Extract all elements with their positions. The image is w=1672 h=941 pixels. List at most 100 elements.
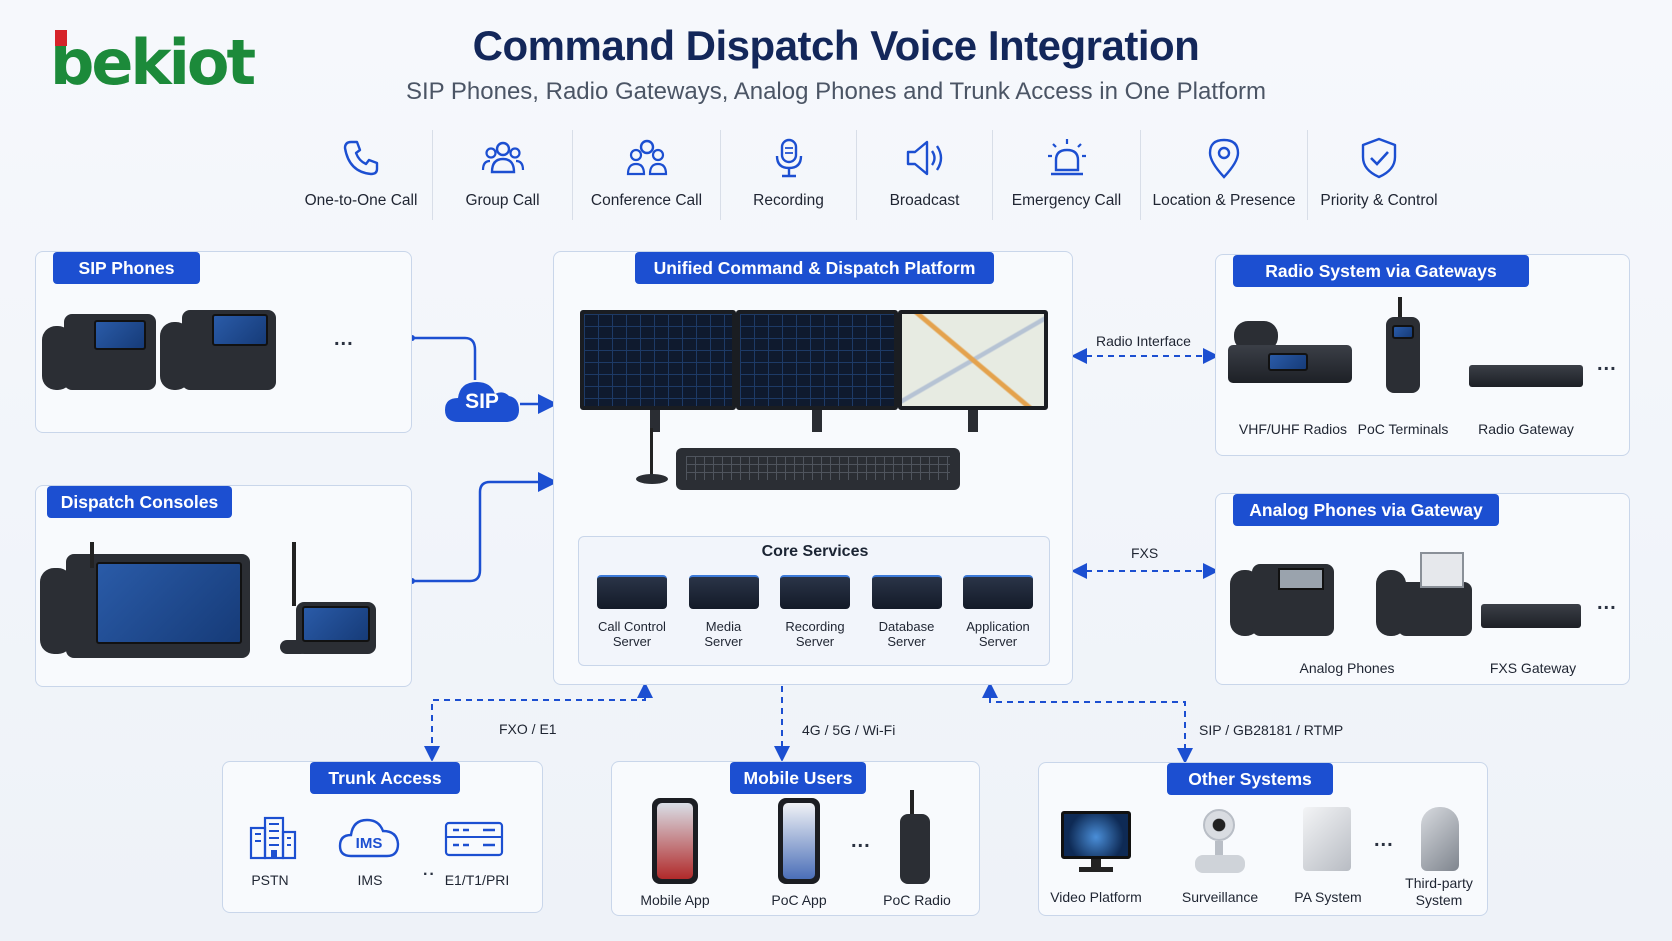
sip-phones-panel: SIP Phones ... <box>35 251 412 433</box>
server-database[interactable]: Database Server <box>866 575 948 665</box>
speaker-icon <box>906 140 942 176</box>
third-party-label-line1: Third-party <box>1405 875 1473 891</box>
feature-label: Priority & Control <box>1320 192 1438 209</box>
server-recording[interactable]: Recording Server <box>774 575 856 665</box>
sip-cloud: SIP <box>443 376 521 426</box>
mobile-item-label: PoC App <box>771 892 827 908</box>
trunk-access-panel: Trunk Access IMS PSTN IMS ·· E1/T1/PRI <box>222 761 543 913</box>
microphone-icon <box>775 138 802 178</box>
conference-icon <box>626 139 667 176</box>
trunk-item-label: PSTN <box>251 872 289 888</box>
monitor-map <box>898 310 1048 410</box>
poc-terminal-device[interactable] <box>1386 297 1420 393</box>
more-indicator: ·· <box>423 866 436 883</box>
feature-label: Broadcast <box>889 192 960 209</box>
feature-emergency-call: Emergency Call <box>993 130 1141 220</box>
server-call-control[interactable]: Call Control Server <box>591 575 673 665</box>
monitor-left <box>580 310 736 410</box>
poc-app-device[interactable] <box>778 798 820 884</box>
dispatch-consoles-title: Dispatch Consoles <box>47 486 232 518</box>
third-party-label-line2: System <box>1415 892 1463 908</box>
feature-group-call: Group Call <box>433 130 573 220</box>
surveillance-camera-device[interactable] <box>1191 805 1247 877</box>
radio-item-label: VHF/UHF Radios <box>1238 421 1348 437</box>
sip-phones-link <box>412 336 477 380</box>
feature-label: One-to-One Call <box>304 192 418 209</box>
dispatch-consoles-panel: Dispatch Consoles <box>35 485 412 687</box>
phone-icon <box>343 140 379 176</box>
server-media[interactable]: Media Server <box>683 575 765 665</box>
analog-item-label: FXS Gateway <box>1489 660 1577 676</box>
other-systems-panel: Other Systems ... Video Platform Surveil… <box>1038 762 1488 916</box>
server-application[interactable]: Application Server <box>957 575 1039 665</box>
radio-interface-label: Radio Interface <box>1096 333 1191 349</box>
fxo-e1-label: FXO / E1 <box>499 721 557 737</box>
trunk-access-title: Trunk Access <box>310 762 460 794</box>
keyboard-console <box>676 448 960 490</box>
feature-conference-call: Conference Call <box>573 130 721 220</box>
other-item-label: Video Platform <box>1050 889 1142 905</box>
dispatch-consoles-link <box>412 472 558 583</box>
radio-system-panel: Radio System via Gateways ... VHF/UHF Ra… <box>1215 254 1630 456</box>
dispatch-console-device-2[interactable] <box>268 542 378 658</box>
analog-phone-device-1[interactable] <box>1230 560 1334 638</box>
analog-item-label: Analog Phones <box>1299 660 1395 676</box>
pa-system-device[interactable] <box>1303 807 1351 871</box>
shield-check-icon <box>1361 137 1397 179</box>
feature-recording: Recording <box>721 130 857 220</box>
feature-label: Location & Presence <box>1152 192 1296 209</box>
analog-phones-title: Analog Phones via Gateway <box>1233 494 1499 526</box>
video-platform-device[interactable] <box>1061 811 1131 873</box>
mobile-network-label: 4G / 5G / Wi-Fi <box>802 722 896 738</box>
feature-priority-control: Priority & Control <box>1308 130 1450 220</box>
vhf-uhf-radio-device[interactable] <box>1228 317 1352 387</box>
feature-one-to-one-call: One-to-One Call <box>290 130 433 220</box>
feature-label: Emergency Call <box>1011 192 1122 209</box>
more-indicator: ... <box>851 830 871 852</box>
feature-broadcast: Broadcast <box>857 130 993 220</box>
alarm-icon <box>1047 139 1086 176</box>
radio-system-title: Radio System via Gateways <box>1233 255 1529 287</box>
poc-radio-device[interactable] <box>900 790 930 884</box>
fxs-gateway-device[interactable] <box>1481 604 1581 628</box>
fxs-label: FXS <box>1131 545 1159 561</box>
ims-cloud-icon: IMS <box>337 814 401 860</box>
more-indicator: ... <box>334 328 354 350</box>
location-pin-icon <box>1208 138 1240 179</box>
platform-title: Unified Command & Dispatch Platform <box>635 252 994 284</box>
monitor-center <box>736 310 898 410</box>
server-list: Call Control Server Media Server Recordi… <box>591 575 1039 665</box>
radio-item-label: PoC Terminals <box>1357 421 1449 437</box>
more-indicator: ... <box>1374 829 1394 851</box>
mobile-users-panel: Mobile Users ... Mobile App PoC App PoC … <box>611 761 980 916</box>
mobile-item-label: PoC Radio <box>883 892 951 908</box>
radio-gateway-device[interactable] <box>1469 365 1583 387</box>
dispatch-workstation <box>580 310 1050 490</box>
feature-label: Conference Call <box>590 192 703 209</box>
feature-label: Group Call <box>465 192 540 209</box>
feature-bar: One-to-One Call Group Call Conference Ca… <box>290 130 1450 220</box>
brand-logo[interactable]: bekiot <box>50 28 256 98</box>
other-systems-link <box>982 682 1193 764</box>
trunk-item-label: E1/T1/PRI <box>444 872 510 888</box>
third-party-system-device[interactable] <box>1421 807 1459 871</box>
sip-phone-device-1[interactable] <box>42 308 157 390</box>
mobile-app-device[interactable] <box>652 798 698 884</box>
cloud-icon <box>445 382 519 422</box>
trunk-item-label: IMS <box>357 872 383 888</box>
other-item-label: PA System <box>1294 889 1362 905</box>
dispatch-console-device-1[interactable] <box>40 542 250 658</box>
group-icon <box>481 141 524 174</box>
mobile-users-title: Mobile Users <box>730 762 866 794</box>
other-systems-title: Other Systems <box>1167 763 1333 795</box>
page-title: Command Dispatch Voice Integration <box>472 22 1200 69</box>
building-icon <box>249 816 297 860</box>
sip-phone-device-2[interactable] <box>160 304 278 390</box>
sip-cloud-label: SIP <box>465 390 499 413</box>
sip-phones-title: SIP Phones <box>53 252 200 284</box>
trunk-link <box>424 682 653 762</box>
analog-phone-device-2[interactable] <box>1376 552 1472 638</box>
brand-logo-text: bekiot <box>50 26 256 99</box>
platform-panel: Unified Command & Dispatch Platform Core… <box>553 251 1073 685</box>
more-indicator: ... <box>1597 353 1617 375</box>
